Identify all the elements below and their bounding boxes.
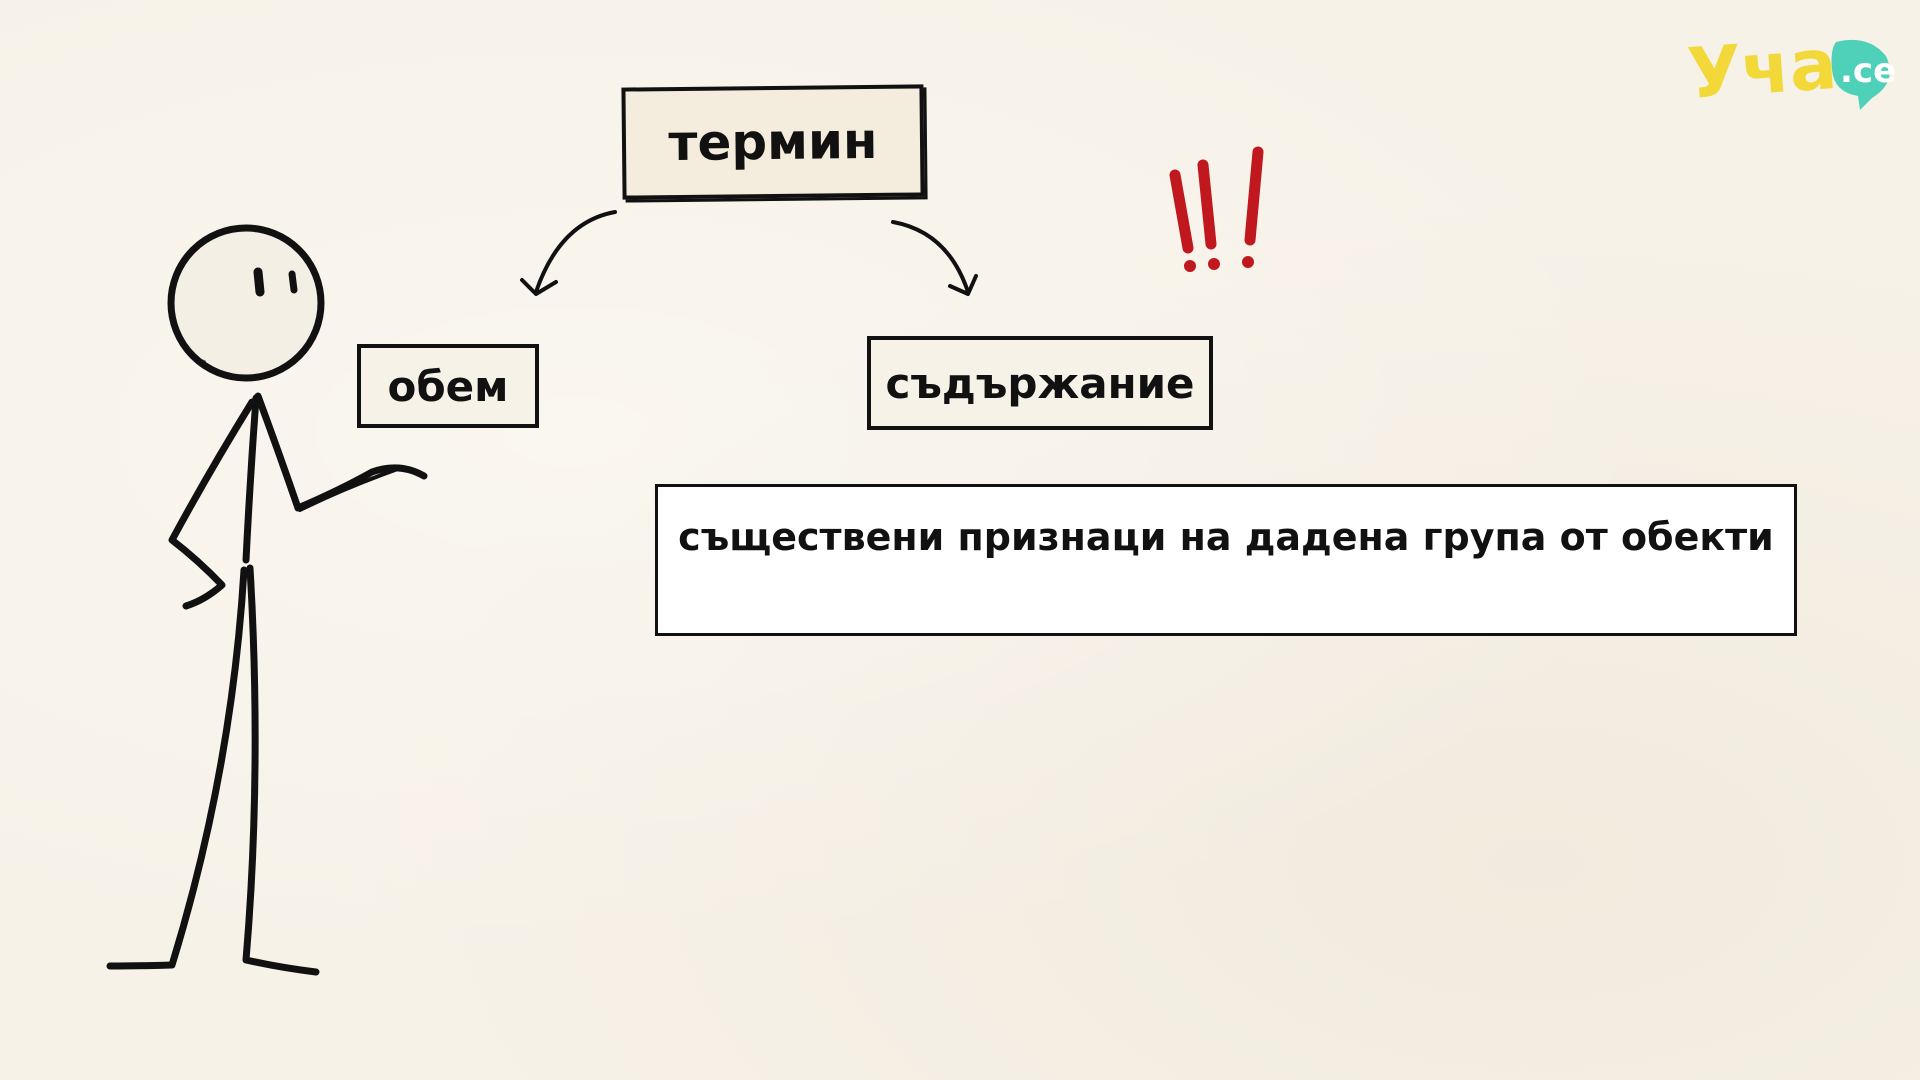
logo-word: Уча xyxy=(1688,26,1839,115)
volume-label: обем xyxy=(387,361,509,411)
logo-suffix: .се xyxy=(1840,51,1896,91)
content-box: съдържание xyxy=(867,336,1213,430)
stick-figure-icon xyxy=(106,224,428,976)
term-label: термин xyxy=(668,111,878,173)
volume-box: обем xyxy=(357,344,539,428)
definition-box: съществени признаци на дадена група от о… xyxy=(655,484,1797,636)
curved-arrow-icon xyxy=(520,210,978,296)
content-label: съдържание xyxy=(885,358,1195,408)
logo-badge: .се xyxy=(1831,39,1896,110)
definition-text: съществени признаци на дадена група от о… xyxy=(678,515,1774,559)
exclamation-marks-icon xyxy=(1169,146,1264,272)
logo-icon: Уча .се xyxy=(1688,26,1896,115)
term-box: термин xyxy=(621,84,925,200)
